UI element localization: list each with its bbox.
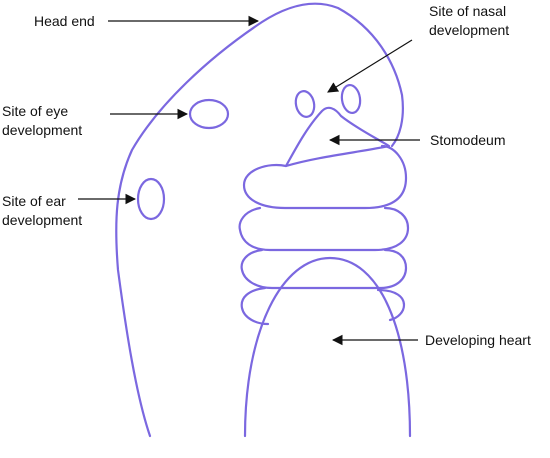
label-eye-line2: development [2,122,83,138]
nasal-pit-right [340,83,362,115]
label-stomodeum: Stomodeum [430,132,506,148]
eye-site-ellipse [188,98,230,130]
pharyngeal-arch-1 [242,144,408,210]
pharyngeal-arch-4 [240,286,406,326]
embryo-body-outline [115,2,404,438]
pharyngeal-arch-2 [238,206,410,252]
label-ear-line1: Site of ear [2,193,66,209]
label-developing-heart: Developing heart [425,332,531,348]
label-head-end: Head end [34,13,95,29]
developing-heart-shape [243,256,412,438]
pharyngeal-arch-3 [240,248,408,290]
stomodeum-shape [284,106,391,168]
label-nasal-line1: Site of nasal [429,3,507,19]
label-ear-line2: development [2,212,83,228]
ear-site-ellipse [136,177,166,221]
label-nasal-line2: development [429,22,510,38]
nasal-pit-left [294,90,316,118]
arrow-nasal [327,39,413,93]
label-eye-line1: Site of eye [2,103,69,119]
